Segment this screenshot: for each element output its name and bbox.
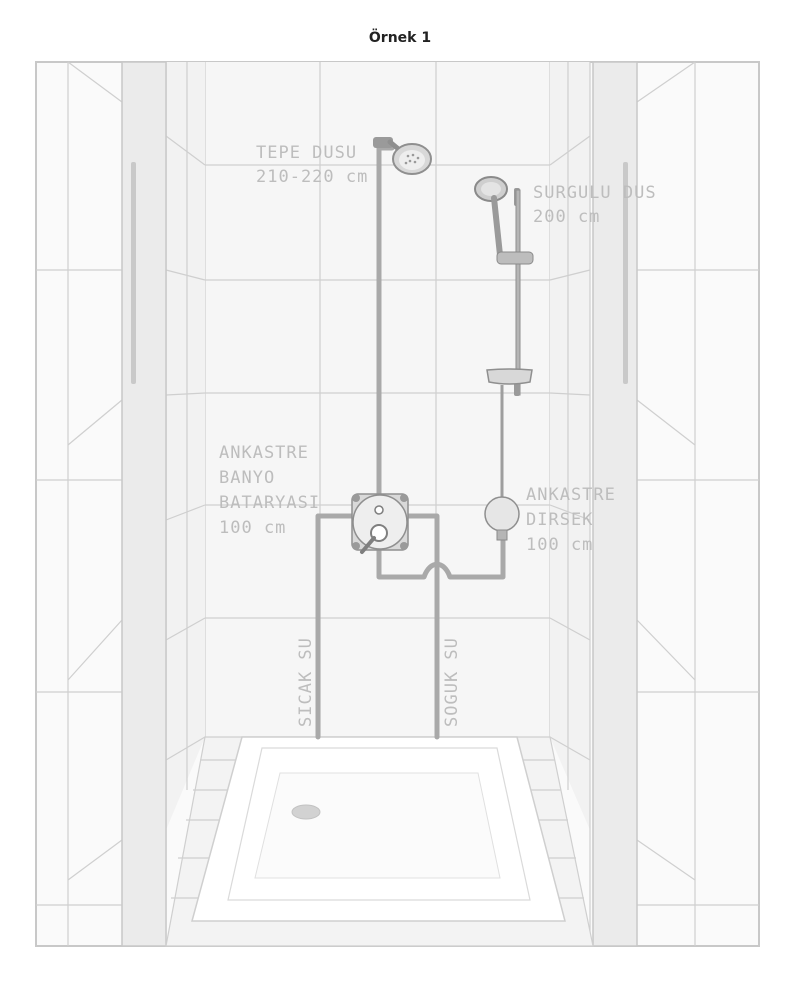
label-batarya-2: BANYO [219,468,275,488]
label-batarya-height: 100 cm [219,518,286,538]
label-dirsek-height: 100 cm [526,535,593,555]
label-surgulu-dus: SURGULU DUS [533,183,657,203]
label-tepe-dusu-height: 210-220 cm [256,167,368,187]
label-sicak-su: SICAK SU [296,637,316,727]
sliding-shower-rail-icon [474,176,534,396]
label-batarya-1: ANKASTRE [219,443,309,463]
label-batarya-3: BATARYASI [219,493,320,513]
label-dirsek-1: ANKASTRE [526,485,616,505]
label-tepe-dusu: TEPE DUSU [256,143,357,163]
diagram-title: Örnek 1 [368,30,432,46]
glass-panel-left [121,61,167,947]
overhead-shower-head-icon [373,137,432,175]
shower-tray [191,736,566,922]
back-wall [204,62,551,737]
right-side-wall [549,61,759,946]
label-dirsek-2: DIRSEK [526,510,593,530]
concealed-elbow-icon [484,496,520,541]
label-soguk-su: SOGUK SU [442,637,462,727]
drain-icon [291,804,321,820]
label-surgulu-dus-height: 200 cm [533,207,600,227]
concealed-mixer-icon [351,493,409,554]
glass-panel-right [592,61,638,947]
